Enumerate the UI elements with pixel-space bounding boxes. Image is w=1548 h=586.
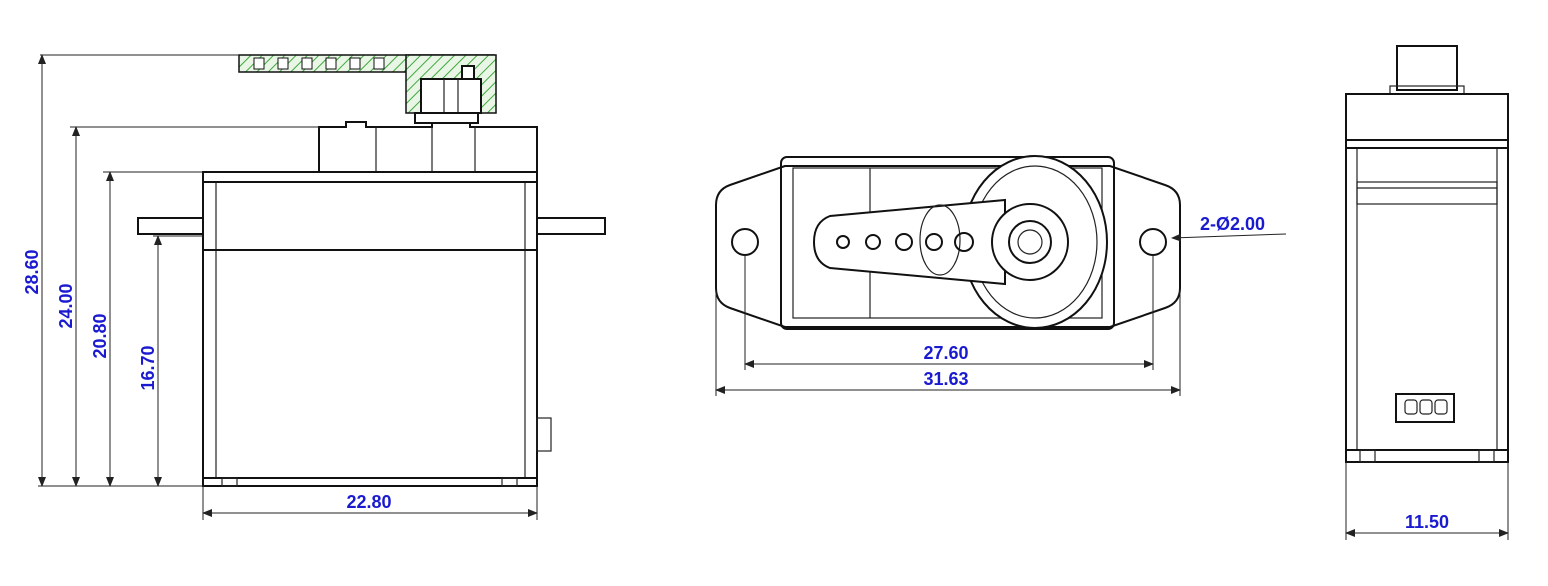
top-view: 2-Ø2.00 27.60 31.63 [715,155,1287,396]
top-body [780,156,1115,330]
hole-spacing-label: 27.60 [923,343,968,363]
side-body [1345,139,1509,463]
front-view: 28.60 24.00 20.80 16.70 22.80 [22,54,606,520]
side-shaft [1396,45,1458,91]
case-top-height-label: 24.00 [56,283,76,328]
wire-connector [1395,393,1455,423]
overall-length-label: 31.63 [923,369,968,389]
top-cap [318,121,538,172]
body-width-dimension: 22.80 [202,486,538,520]
height-dimensions: 28.60 24.00 20.80 16.70 [22,54,319,487]
tab-height-label: 16.70 [138,345,158,390]
mounting-hole-left [731,228,759,256]
body-width-label: 22.80 [346,492,391,512]
side-top-cap [1345,93,1509,141]
horn-holes [836,232,974,252]
total-height-label: 28.60 [22,249,42,294]
output-shaft [991,203,1069,281]
hole-callout-label: 2-Ø2.00 [1200,214,1265,234]
body-height-label: 20.80 [90,313,110,358]
side-view: 11.50 [1345,45,1509,540]
mounting-tabs [137,217,606,235]
side-width-dimension: 11.50 [1345,462,1509,540]
main-body [202,171,552,487]
servo-horn-section [238,54,497,124]
mounting-hole-right [1139,228,1167,256]
side-width-label: 11.50 [1405,512,1449,532]
top-view-dimensions: 27.60 31.63 [715,255,1181,396]
servo-horn-arm [812,198,1006,286]
hole-callout: 2-Ø2.00 [1171,214,1287,242]
mounting-flange [715,165,1181,328]
